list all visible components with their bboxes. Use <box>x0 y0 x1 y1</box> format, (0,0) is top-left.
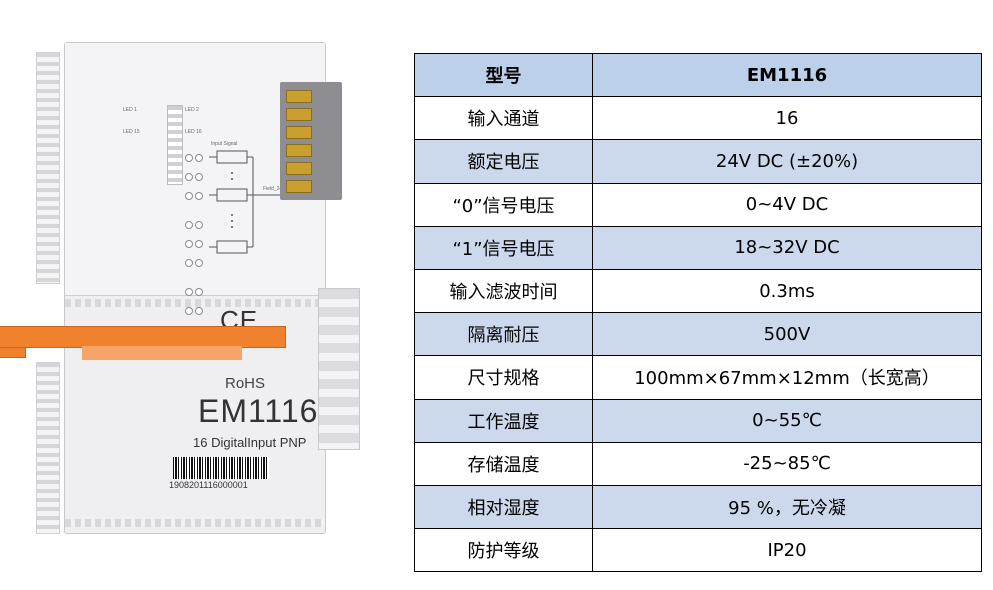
row-value: 95 %，无冷凝 <box>592 484 982 530</box>
power-contacts <box>280 82 342 200</box>
barcode <box>173 457 269 479</box>
product-image: LED 1 LED 15 LED 2 LED 16 Input Signal F… <box>0 32 362 552</box>
field-label: Field_24V <box>263 186 286 192</box>
serial-number: 1908201116000001 <box>169 480 248 490</box>
led-label: LED 2 <box>185 107 199 113</box>
row-label: 工作温度 <box>414 398 593 443</box>
row-label: 相对湿度 <box>414 484 593 530</box>
led-indicator-column <box>167 105 183 185</box>
bottom-rail-strip <box>65 519 325 527</box>
row-label: 输入通道 <box>414 96 593 141</box>
row-label: 防护等级 <box>414 528 593 573</box>
led-label: LED 15 <box>123 129 140 135</box>
led-label: LED 1 <box>123 107 137 113</box>
row-label: “1”信号电压 <box>414 225 593 270</box>
row-value: 0~4V DC <box>592 182 982 227</box>
table-header-row: 型号 EM1116 <box>414 52 982 98</box>
rohs-label: RoHS <box>225 375 266 392</box>
module-description: 16 DigitalInput PNP <box>193 435 307 450</box>
row-value: 0.3ms <box>592 268 982 314</box>
release-tab-arm <box>82 346 242 360</box>
row-label: “0”信号电压 <box>414 182 593 227</box>
row-label: 存储温度 <box>414 441 593 486</box>
diagram-title: Input Signal <box>211 141 238 147</box>
left-cooling-fins <box>36 52 60 284</box>
header-label-cell: 型号 <box>414 52 593 98</box>
led-label: LED 16 <box>185 129 202 135</box>
left-lower-fins <box>36 362 60 534</box>
row-value: 500V <box>592 312 982 357</box>
header-value-cell: EM1116 <box>592 52 982 98</box>
row-label: 尺寸规格 <box>414 355 593 400</box>
row-value: 16 <box>592 96 982 141</box>
release-tab <box>0 326 286 348</box>
row-label: 额定电压 <box>414 139 593 184</box>
row-value: 24V DC (±20%) <box>592 139 982 184</box>
row-label: 隔离耐压 <box>414 312 593 357</box>
row-value: 0~55℃ <box>592 398 982 443</box>
module-model-label: EM1116 <box>198 393 319 429</box>
row-value: 18~32V DC <box>592 225 982 270</box>
row-value: IP20 <box>592 528 982 573</box>
row-value: -25~85℃ <box>592 441 982 486</box>
row-value: 100mm×67mm×12mm（长宽高） <box>592 355 982 400</box>
middle-rail-strip <box>65 299 325 307</box>
table-row: 存储温度-25~85℃ <box>414 441 982 486</box>
row-label: 输入滤波时间 <box>414 268 593 314</box>
terminal-column <box>185 147 207 338</box>
right-latch <box>318 288 360 450</box>
